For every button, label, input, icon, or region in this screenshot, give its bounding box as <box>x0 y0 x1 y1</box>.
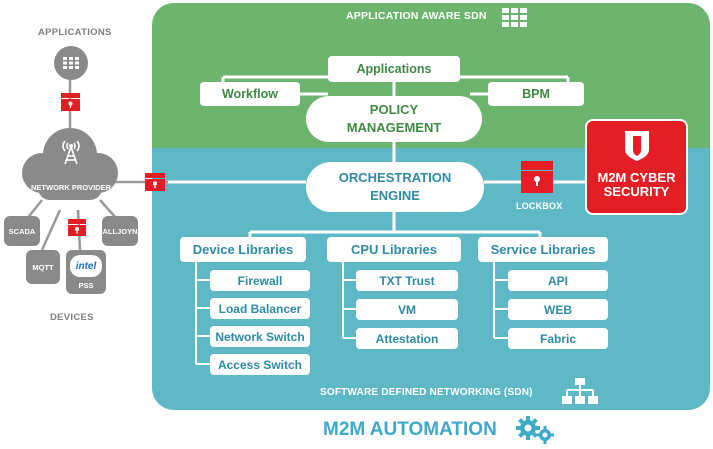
load-balancer-box: Load Balancer <box>210 298 310 319</box>
network-provider-cloud <box>20 125 120 203</box>
policy-label-line2: MANAGEMENT <box>346 120 442 135</box>
policy-label-line1: POLICY <box>369 102 419 117</box>
lock-icon <box>68 219 86 236</box>
pss-device: intel PSS <box>66 250 106 294</box>
service-libraries-box: Service Libraries <box>478 237 608 262</box>
applications-label: APPLICATIONS <box>38 27 112 38</box>
lockbox-icon <box>520 160 554 194</box>
orchestration-label-line2: ENGINE <box>370 188 420 203</box>
lockbox-label: LOCKBOX <box>516 201 563 211</box>
vm-box: VM <box>356 299 458 320</box>
applications-circle <box>54 46 88 80</box>
shield-icon <box>624 130 650 162</box>
network-tree-icon <box>562 378 598 406</box>
intel-logo-icon: intel <box>70 255 102 277</box>
scada-device: SCADA <box>4 216 40 246</box>
firewall-box: Firewall <box>210 270 310 291</box>
sdn-label: SOFTWARE DEFINED NETWORKING (SDN) <box>320 387 533 398</box>
api-box: API <box>508 270 608 291</box>
access-switch-box: Access Switch <box>210 354 310 375</box>
policy-management-pill: POLICY MANAGEMENT <box>306 96 482 142</box>
grid-icon <box>63 57 79 69</box>
txt-trust-box: TXT Trust <box>356 270 458 291</box>
lock-icon <box>61 93 80 111</box>
device-libraries-box: Device Libraries <box>180 237 306 262</box>
orchestration-label-line1: ORCHESTRATION <box>338 170 452 185</box>
pss-label: PSS <box>78 281 94 290</box>
m2m-cyber-security-box: M2M CYBER SECURITY <box>585 119 688 215</box>
lock-icon <box>145 173 165 191</box>
application-aware-sdn-header: APPLICATION AWARE SDN <box>346 10 487 22</box>
network-switch-box: Network Switch <box>210 326 310 347</box>
cpu-libraries-box: CPU Libraries <box>327 237 461 262</box>
devices-label: DEVICES <box>50 312 94 323</box>
security-label-line1: M2M CYBER <box>597 170 676 185</box>
web-box: WEB <box>508 299 608 320</box>
orchestration-engine-pill: ORCHESTRATION ENGINE <box>306 162 484 212</box>
gears-icon <box>515 416 555 444</box>
workflow-box: Workflow <box>200 82 300 106</box>
attestation-box: Attestation <box>356 328 458 349</box>
network-provider-label: NETWORK PROVIDER <box>30 183 111 192</box>
antenna-icon <box>60 137 82 165</box>
security-label-line2: SECURITY <box>603 184 670 199</box>
fabric-box: Fabric <box>508 328 608 349</box>
alljoyn-device: ALLJOYN <box>102 216 138 246</box>
mqtt-device: MQTT <box>26 250 60 284</box>
m2m-automation-label: M2M AUTOMATION <box>323 419 497 440</box>
grid-icon <box>502 8 528 28</box>
bpm-box: BPM <box>488 82 584 106</box>
applications-box: Applications <box>328 56 460 82</box>
